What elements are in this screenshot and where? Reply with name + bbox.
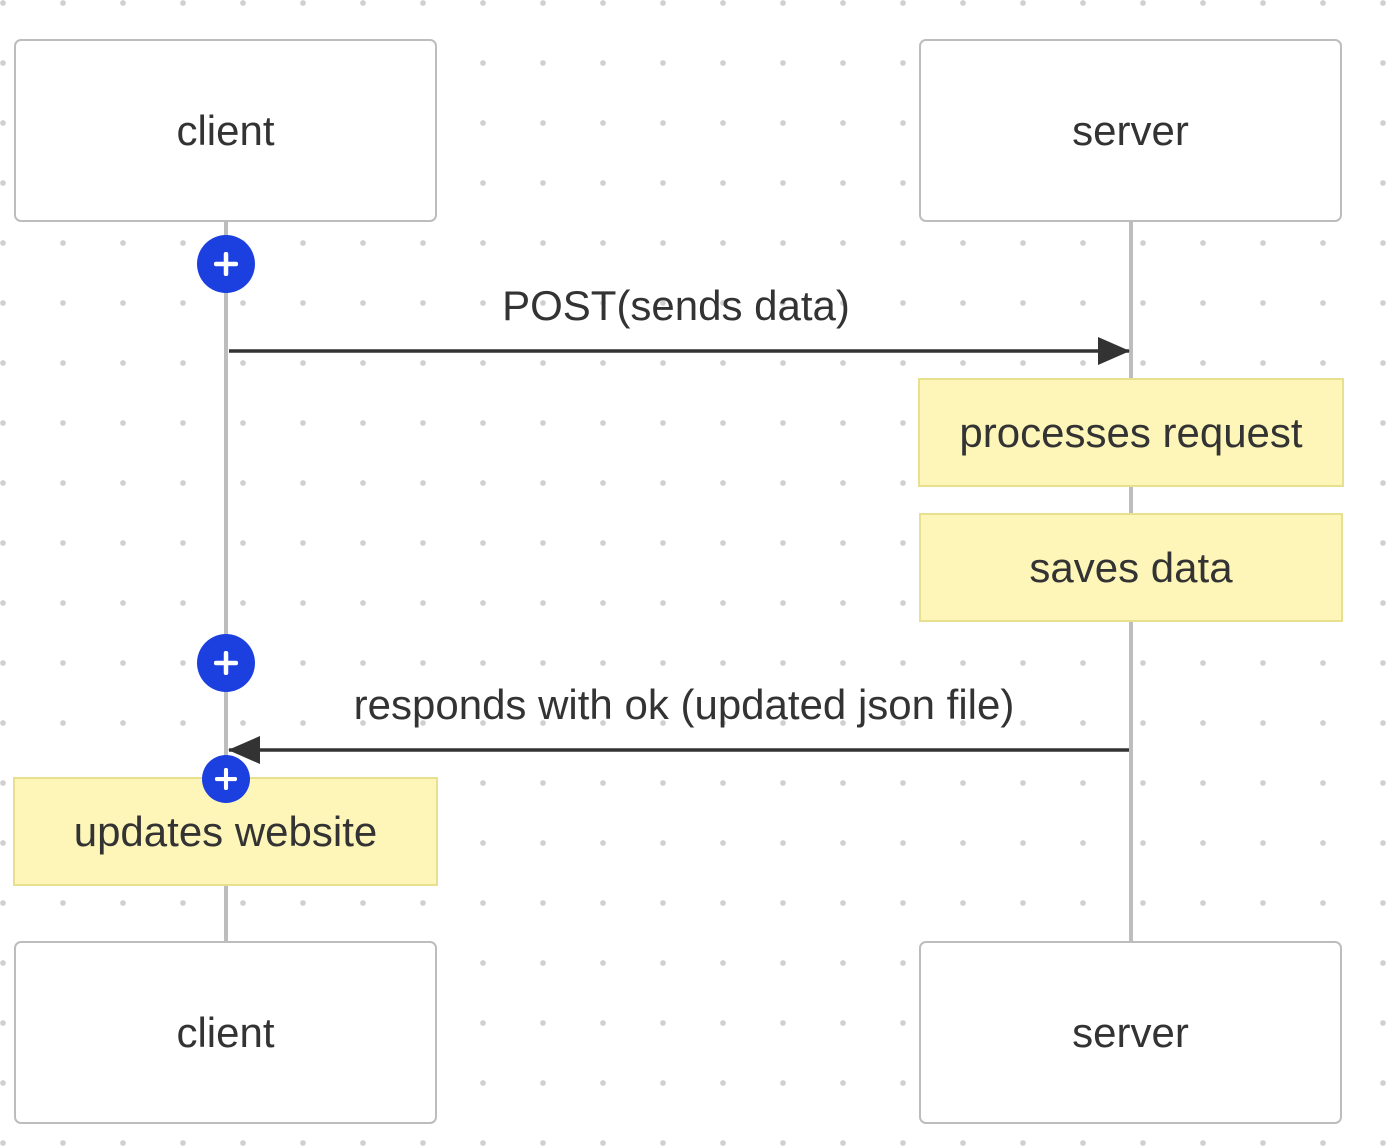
participant-server-bottom[interactable]: server [919,941,1342,1124]
note-saves-data[interactable]: saves data [919,513,1343,622]
participant-server-top-label: server [1072,106,1189,154]
note-processes-request[interactable]: processes request [918,378,1344,487]
participant-server-bottom-label: server [1072,1008,1189,1056]
participant-client-top-label: client [176,106,275,154]
participant-server-top[interactable]: server [919,39,1342,222]
message-label-post: POST(sends data) [502,282,850,329]
note-saves-data-text: saves data [1029,543,1233,591]
plus-icon [214,252,238,276]
add-step-button-1[interactable] [197,235,255,293]
participant-client-top[interactable]: client [14,39,437,222]
message-label-response: responds with ok (updated json file) [353,681,1015,728]
plus-icon [215,768,237,790]
add-step-button-2[interactable] [197,634,255,692]
plus-icon [214,651,238,675]
participant-client-bottom-label: client [176,1008,275,1056]
note-updates-website-text: updates website [73,807,378,855]
participant-client-bottom[interactable]: client [14,941,437,1124]
note-processes-request-text: processes request [959,408,1303,456]
add-step-button-3[interactable] [202,755,250,803]
